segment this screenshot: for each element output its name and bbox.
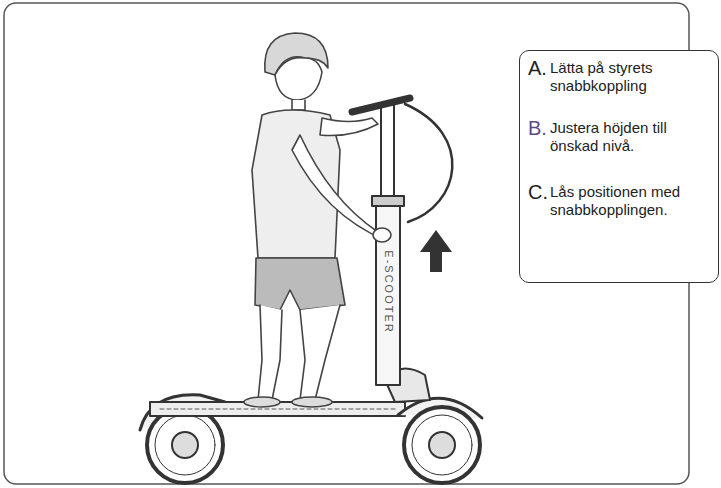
foot-right — [292, 397, 332, 407]
person — [244, 33, 391, 407]
step-letter: B. — [528, 117, 550, 139]
scooter — [140, 98, 482, 483]
step-letter: A. — [528, 57, 550, 79]
quick-release-clamp — [372, 196, 404, 206]
rear-wheel — [147, 407, 223, 483]
front-hub — [429, 432, 455, 458]
rear-hub — [172, 432, 198, 458]
deck-grip — [160, 409, 395, 410]
rear-rim — [155, 415, 215, 475]
hand — [373, 228, 391, 242]
face — [275, 58, 322, 100]
brand-label: E-SCOOTER — [382, 250, 394, 333]
foot-left — [244, 397, 280, 407]
step-text: Justera höjden till önskad nivå. — [550, 119, 710, 155]
handlebar-grip — [352, 98, 410, 112]
brake-cable — [405, 104, 452, 222]
arm-down — [292, 135, 385, 240]
up-arrow — [420, 230, 452, 272]
neck — [292, 100, 305, 110]
leg-left — [258, 305, 282, 400]
handlebar-post — [381, 105, 394, 202]
leg-right — [300, 305, 340, 400]
arm-forward — [320, 118, 378, 136]
step-text: Lätta på styrets snabbkoppling — [550, 59, 710, 95]
step-text: Lås positionen med snabbkopplingen. — [550, 183, 710, 219]
callout-box: A.Lätta på styrets snabbkopplingB.Juster… — [519, 50, 719, 283]
front-rim — [412, 415, 472, 475]
shorts — [255, 258, 345, 310]
step-letter: C. — [528, 181, 550, 203]
front-wheel — [404, 407, 480, 483]
